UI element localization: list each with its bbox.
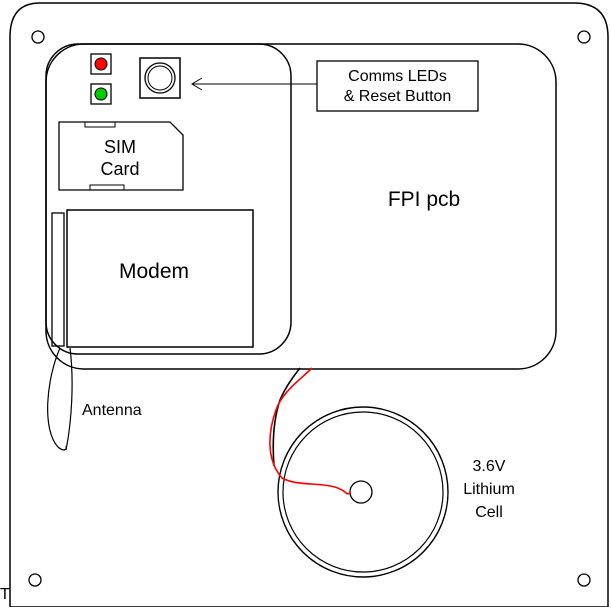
battery-cell-inner <box>282 411 444 573</box>
cell-label-line3: Cell <box>475 504 503 521</box>
sim-card-notch-bottom <box>89 184 125 191</box>
mount-hole-bottom-left <box>28 573 42 587</box>
reset-button <box>144 62 176 94</box>
modem-board <box>45 43 292 355</box>
led-green <box>94 87 108 101</box>
sim-card-outline <box>58 121 184 191</box>
mount-hole-bottom-right <box>577 573 591 587</box>
led-red-housing <box>90 53 112 75</box>
callout-arrow-head <box>191 77 203 91</box>
mount-hole-top-right <box>577 30 591 44</box>
comms-callout-box <box>316 60 479 112</box>
reset-button-inner <box>147 65 173 91</box>
cell-label-line2: Lithium <box>463 481 515 498</box>
antenna-label: Antenna <box>82 402 142 419</box>
fpi-pcb-label: FPI pcb <box>388 188 460 211</box>
modem-label: Modem <box>119 260 189 283</box>
antenna-wire <box>47 347 73 451</box>
sim-card-label-line1: SIM <box>104 137 136 157</box>
sim-card-label-line2: Card <box>100 159 139 179</box>
sim-card-notch-top <box>84 121 116 128</box>
led-green-housing <box>90 83 112 105</box>
battery-cell-terminal <box>349 480 373 504</box>
led-red <box>94 57 108 71</box>
modem-module <box>66 209 254 348</box>
fpi-pcb-board <box>45 43 557 370</box>
comms-callout-line2: & Reset Button <box>344 88 452 105</box>
battery-cell-outer <box>277 406 449 578</box>
reset-button-housing <box>139 57 181 99</box>
comms-callout-line1: Comms LEDs <box>348 68 447 85</box>
cell-label-line1: 3.6V <box>473 458 506 475</box>
antenna-strip <box>51 212 65 347</box>
mount-hole-top-left <box>31 30 45 44</box>
edge-fragment-text: T <box>0 586 10 603</box>
battery-wire-red <box>269 367 351 495</box>
